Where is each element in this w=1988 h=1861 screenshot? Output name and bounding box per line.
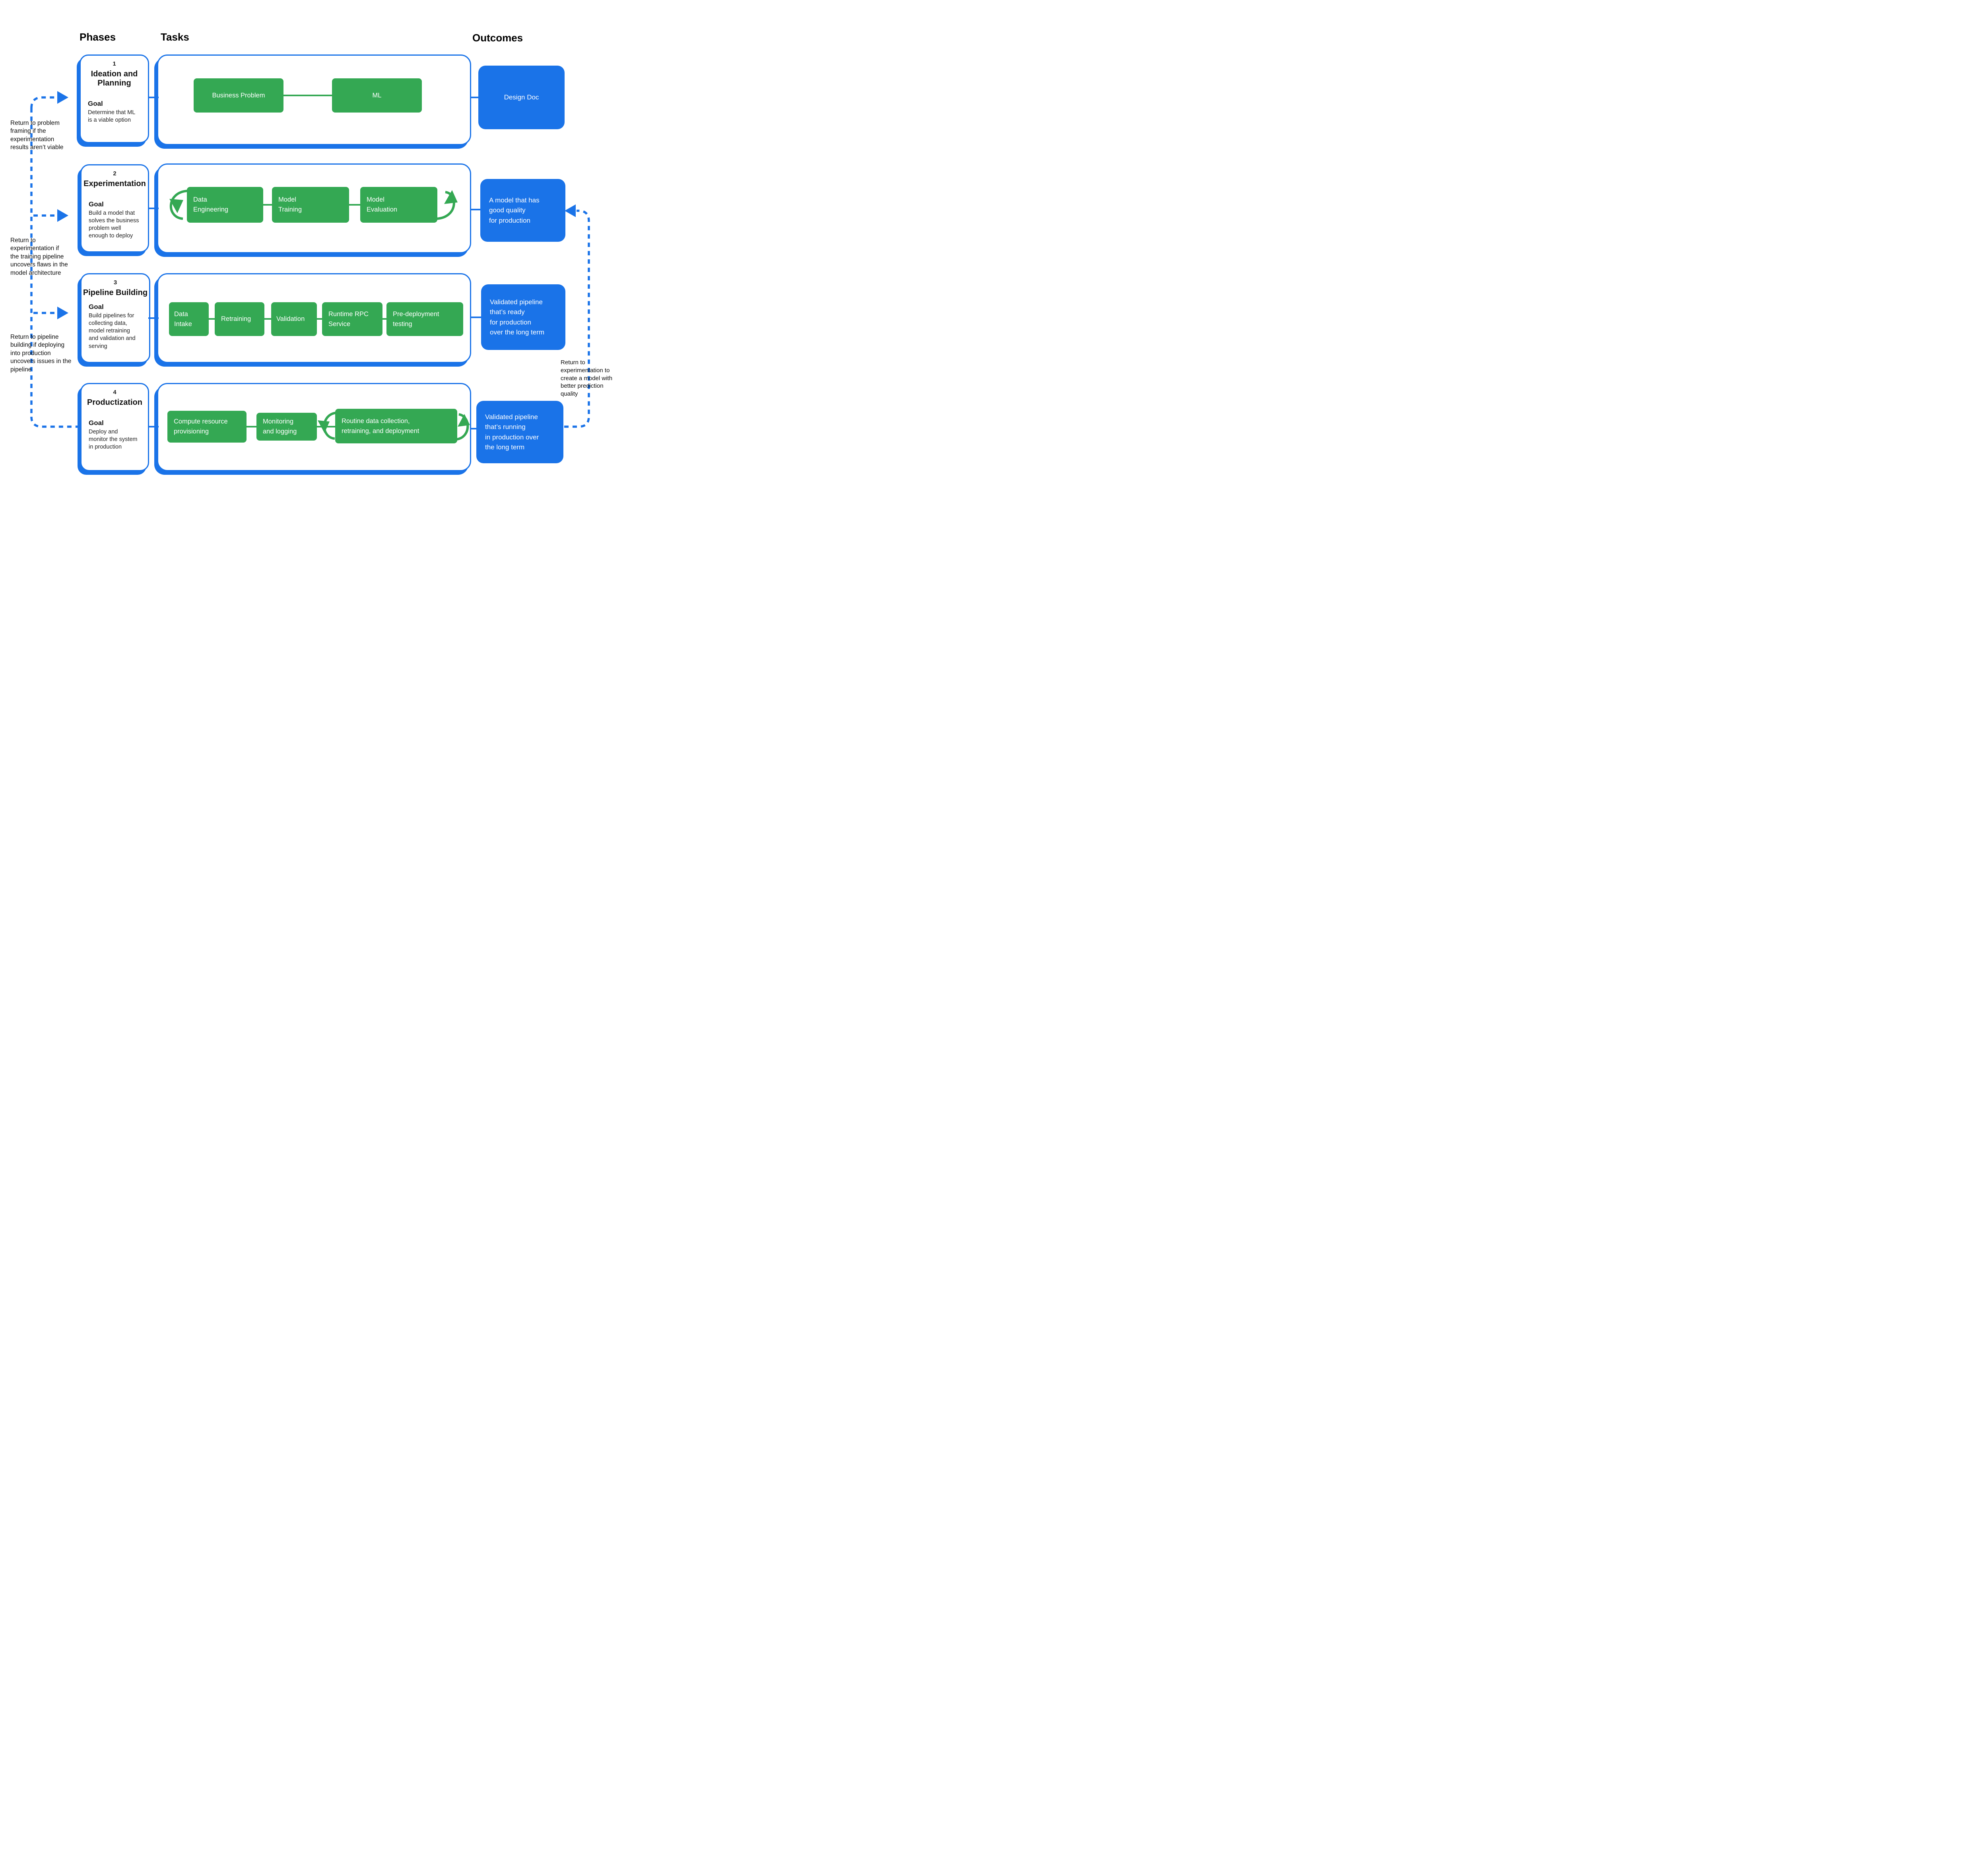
task-model-evaluation: Model Evaluation <box>360 187 437 223</box>
phase-card-experimentation: 2 Experimentation Goal Build a model tha… <box>80 164 149 253</box>
arrow-right-icon <box>57 209 68 222</box>
goal-label: Goal <box>88 100 103 107</box>
phase-number: 2 <box>113 170 116 177</box>
task-model-training: Model Training <box>272 187 349 223</box>
outcome-good-quality-model: A model that has good quality for produc… <box>480 179 565 242</box>
arrow-right-icon <box>57 91 68 104</box>
task-data-intake: Data Intake <box>169 302 209 336</box>
task-monitoring-and-logging: Monitoring and logging <box>256 413 317 441</box>
phases-column-header: Phases <box>80 31 116 43</box>
outcome-validated-pipeline-running: Validated pipeline that’s running in pro… <box>476 401 563 463</box>
tasks-column-header: Tasks <box>161 31 189 43</box>
phase-card-productization: 4 Productization Goal Deploy and monitor… <box>80 383 149 471</box>
phase-goal-block: Goal Deploy and monitor the system in pr… <box>82 419 148 451</box>
task-retraining: Retraining <box>215 302 264 336</box>
phase-goal-block: Goal Determine that ML is a viable optio… <box>81 100 148 124</box>
goal-label: Goal <box>89 200 104 208</box>
dotted-branch-to-phase1 <box>30 96 56 109</box>
phase-goal-block: Goal Build a model that solves the busin… <box>82 200 148 240</box>
phase-number: 4 <box>113 389 116 396</box>
phase-card-pipeline-building: 3 Pipeline Building Goal Build pipelines… <box>80 273 150 363</box>
phase-number: 1 <box>113 60 116 67</box>
task-data-engineering: Data Engineering <box>187 187 263 223</box>
goal-text: Deploy and monitor the system in product… <box>89 429 138 451</box>
dotted-branch-to-phase4 <box>30 416 78 428</box>
task-pre-deployment-testing: Pre-deployment testing <box>386 302 463 336</box>
phase-goal-block: Goal Build pipelines for collecting data… <box>82 303 149 350</box>
task-compute-resource-provisioning: Compute resource provisioning <box>167 411 247 443</box>
phase-title: Pipeline Building <box>83 288 148 297</box>
goal-text: Determine that ML is a viable option <box>88 109 136 124</box>
task-validation: Validation <box>271 302 317 336</box>
outcomes-column-header: Outcomes <box>472 32 523 44</box>
task-runtime-rpc-service: Runtime RPC Service <box>322 302 382 336</box>
annotation-return-to-experimentation-left: Return to experimentation if the trainin… <box>10 237 68 276</box>
outcome-validated-pipeline-ready: Validated pipeline that’s ready for prod… <box>481 284 565 350</box>
phase-title: Ideation and Planning <box>91 70 138 87</box>
goal-text: Build pipelines for collecting data, mod… <box>89 313 136 350</box>
task-routine-data-collection: Routine data collection, retraining, and… <box>335 409 457 443</box>
phase-title: Productization <box>87 398 142 407</box>
annotation-return-to-experimentation-right: Return to experimentation to create a mo… <box>561 359 613 398</box>
arrow-left-icon <box>565 204 576 217</box>
goal-label: Goal <box>89 419 104 427</box>
ml-workflow-diagram: Phases Tasks Outcomes 1 Ideation and Pla… <box>0 0 623 514</box>
task-ml: ML <box>332 78 422 113</box>
phase-number: 3 <box>113 279 117 286</box>
arrow-right-icon <box>57 307 68 319</box>
phase-task-connectors <box>148 97 482 429</box>
annotation-return-to-pipeline-building: Return to pipeline building if deploying… <box>10 334 72 373</box>
phase-title: Experimentation <box>83 179 146 188</box>
task-business-problem: Business Problem <box>194 78 283 113</box>
outcome-design-doc: Design Doc <box>478 66 565 129</box>
annotation-return-to-problem-framing: Return to problem framing if the experim… <box>10 120 64 151</box>
goal-label: Goal <box>89 303 104 311</box>
goal-text: Build a model that solves the business p… <box>89 210 139 239</box>
phase-card-ideation-planning: 1 Ideation and Planning Goal Determine t… <box>80 54 149 143</box>
